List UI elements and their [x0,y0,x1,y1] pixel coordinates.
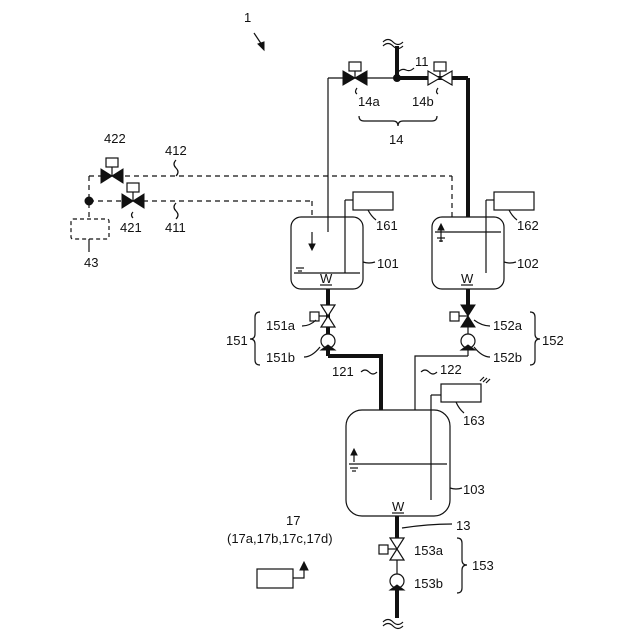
label-152b: 152b [493,350,522,365]
label-153: 153 [472,558,494,573]
sensor-163 [441,384,481,402]
label-103: 103 [463,482,485,497]
pump-151b-icon [321,334,335,350]
label-161: 161 [376,218,398,233]
pipe-break-bottom-icon [383,620,403,629]
controller-arrow-icon [293,562,308,578]
label-101: 101 [377,256,399,271]
label-121: 121 [332,364,354,379]
label-151b: 151b [266,350,295,365]
label-153b: 153b [414,576,443,591]
sensor-162 [494,192,534,210]
label-422: 422 [104,131,126,146]
controller-17 [257,569,293,588]
label-14a: 14a [358,94,380,109]
valve-151a-icon [310,305,335,327]
label-162: 162 [517,218,539,233]
label-153a: 153a [414,543,444,558]
label-151a: 151a [266,318,296,333]
sensor-161 [353,192,393,210]
pump-153b-icon [390,574,404,590]
tank-102-w: W [461,271,474,286]
unit-43 [71,219,109,239]
tank-103-w: W [392,499,405,514]
signal-163-icon [480,377,490,383]
system-arrow-icon [254,33,264,50]
valve-422-icon [101,158,123,183]
pipe-break-top-icon [383,40,403,49]
label-421: 421 [120,220,142,235]
pump-152b-icon [461,334,475,350]
label-14: 14 [389,132,403,147]
label-102: 102 [517,256,539,271]
label-151: 151 [226,333,248,348]
junction-4 [85,197,93,205]
label-11: 11 [415,54,429,69]
label-14b: 14b [412,94,434,109]
label-13: 13 [456,518,470,533]
valve-14b-icon [428,62,452,85]
label-system: 1 [244,10,251,25]
valve-153a-icon [379,538,404,560]
valve-421-icon [122,183,144,208]
tank-101-w: W [320,271,333,286]
label-17-sub: (17a,17b,17c,17d) [227,531,333,546]
label-152a: 152a [493,318,523,333]
label-122: 122 [440,362,462,377]
valve-152a-icon [450,305,475,327]
label-43: 43 [84,255,98,270]
valve-14a-icon [343,62,367,85]
label-152: 152 [542,333,564,348]
label-412: 412 [165,143,187,158]
label-17: 17 [286,513,300,528]
label-163: 163 [463,413,485,428]
label-411: 411 [165,220,186,235]
